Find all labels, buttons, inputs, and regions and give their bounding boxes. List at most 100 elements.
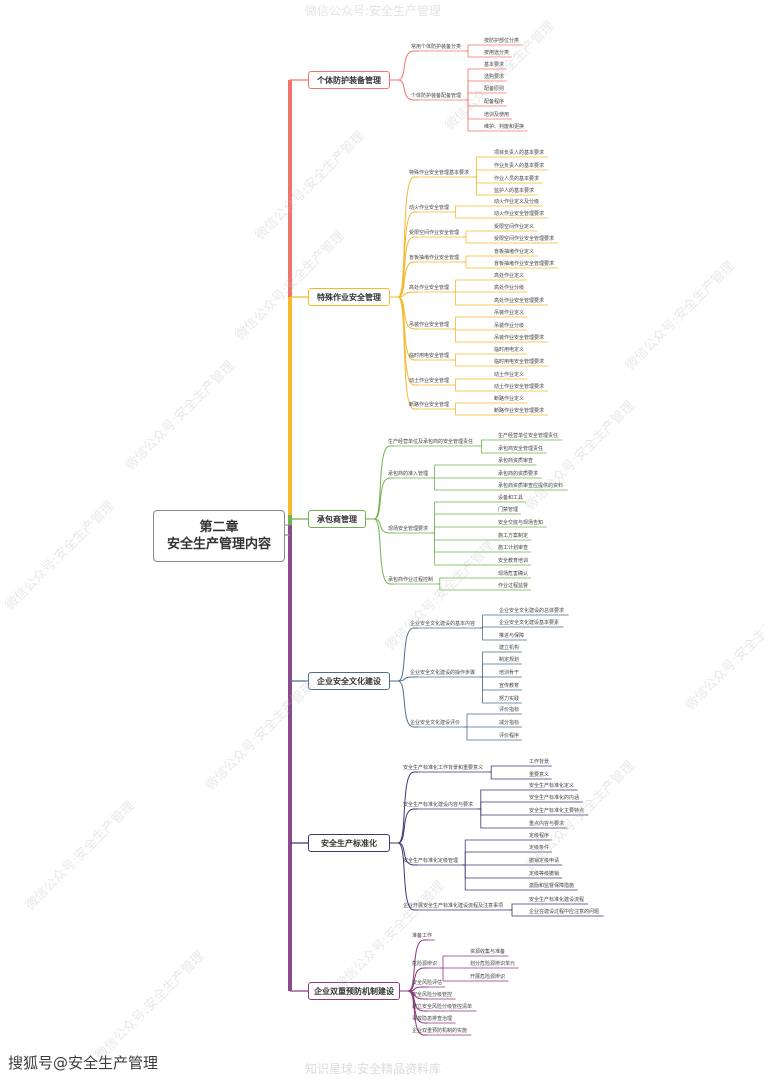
subtopic-node[interactable]: 安全风险评估 bbox=[412, 980, 443, 986]
leaf-node[interactable]: 重点内容与要求 bbox=[529, 821, 565, 827]
leaf-node[interactable]: 动土作业安全管理要求 bbox=[494, 384, 545, 390]
subtopic-node[interactable]: 建立安全风险分级管控清单 bbox=[412, 1004, 473, 1010]
leaf-node[interactable]: 定级条件 bbox=[529, 845, 550, 851]
subtopic-node[interactable]: 事故隐患排查治理 bbox=[412, 1016, 453, 1022]
branch-node-2[interactable]: 特殊作业安全管理 bbox=[308, 288, 390, 306]
subtopic-node[interactable]: 安全生产标准化定级管理 bbox=[403, 858, 459, 864]
subtopic-node[interactable]: 企业安全文化建设评价 bbox=[410, 720, 461, 726]
leaf-node[interactable]: 门禁管理 bbox=[498, 507, 519, 513]
leaf-node[interactable]: 选购要求 bbox=[484, 74, 505, 80]
leaf-node[interactable]: 减分指标 bbox=[499, 720, 520, 726]
leaf-node[interactable]: 动土作业定义 bbox=[494, 372, 525, 378]
subtopic-node[interactable]: 特殊作业安全管理基本要求 bbox=[409, 170, 470, 176]
leaf-node[interactable]: 安全交底与现场告知 bbox=[498, 520, 544, 526]
leaf-node[interactable]: 企业在建设过程中应注意的问题 bbox=[529, 909, 600, 915]
subtopic-node[interactable]: 安全生产标准化工作背景和重要意义 bbox=[403, 765, 484, 771]
leaf-node[interactable]: 配备原则 bbox=[484, 86, 505, 92]
subtopic-node[interactable]: 受限空间作业安全管理 bbox=[409, 230, 460, 236]
leaf-node[interactable]: 施工计划审查 bbox=[498, 545, 529, 551]
subtopic-node[interactable]: 断路作业安全管理 bbox=[409, 402, 450, 408]
branch-node-1[interactable]: 个体防护装备管理 bbox=[308, 71, 390, 89]
subtopic-node[interactable]: 企业安全文化建设的操作步骤 bbox=[410, 670, 476, 676]
leaf-node[interactable]: 作业过程监督 bbox=[498, 583, 529, 589]
leaf-node[interactable]: 评价程序 bbox=[499, 733, 520, 739]
leaf-node[interactable]: 安全生产标准化的内涵 bbox=[529, 795, 580, 801]
leaf-node[interactable]: 制定规划 bbox=[499, 657, 520, 663]
leaf-node[interactable]: 定级等级撤销 bbox=[529, 871, 560, 877]
leaf-node[interactable]: 吊装作业定义 bbox=[494, 310, 525, 316]
leaf-node[interactable]: 吊装作业分级 bbox=[494, 323, 525, 329]
subtopic-node[interactable]: 企业安全文化建设的基本内容 bbox=[410, 621, 476, 627]
subtopic-node[interactable]: 准备工作 bbox=[412, 933, 433, 939]
leaf-node[interactable]: 安全生产标准化主要特点 bbox=[529, 808, 585, 814]
subtopic-node[interactable]: 生产经营单位及承包商的安全管理责任 bbox=[388, 439, 474, 445]
subtopic-node[interactable]: 承包商作业过程控制 bbox=[388, 577, 434, 583]
leaf-node[interactable]: 受限空间作业定义 bbox=[494, 224, 535, 230]
leaf-node[interactable]: 基本要求 bbox=[484, 62, 505, 68]
leaf-node[interactable]: 按用途分类 bbox=[484, 50, 510, 56]
leaf-node[interactable]: 承包商资质审查应提供的资料 bbox=[498, 483, 564, 489]
subtopic-node[interactable]: 企业开展安全生产标准化建设流程及注意事项 bbox=[403, 903, 504, 909]
leaf-node[interactable]: 定级程序 bbox=[529, 833, 550, 839]
leaf-node[interactable]: 按防护部位分类 bbox=[484, 38, 520, 44]
leaf-node[interactable]: 设备和工具 bbox=[498, 495, 524, 501]
subtopic-node[interactable]: 临时用电安全管理 bbox=[409, 353, 450, 359]
subtopic-node[interactable]: 企业双重预防机制的实施 bbox=[412, 1028, 468, 1034]
subtopic-node[interactable]: 常用个体防护装备分类 bbox=[411, 44, 462, 50]
leaf-node[interactable]: 监护人的基本要求 bbox=[494, 188, 535, 194]
leaf-node[interactable]: 企业安全文化建设的总体要求 bbox=[499, 608, 565, 614]
leaf-node[interactable]: 建立机构 bbox=[499, 645, 520, 651]
leaf-node[interactable]: 企业安全文化建设基本要素 bbox=[499, 620, 560, 626]
leaf-node[interactable]: 动火作业定义及分级 bbox=[494, 199, 540, 205]
leaf-node[interactable]: 高处作业分级 bbox=[494, 285, 525, 291]
leaf-node[interactable]: 激励和监督保障措施 bbox=[529, 883, 575, 889]
leaf-node[interactable]: 断路作业安全管理要求 bbox=[494, 408, 545, 414]
subtopic-node[interactable]: 安全风险分级管控 bbox=[412, 992, 453, 998]
leaf-node[interactable]: 项目负责人的基本要求 bbox=[494, 150, 545, 156]
subtopic-node[interactable]: 个体防护装备配备管理 bbox=[411, 93, 462, 99]
leaf-node[interactable]: 培训及使用 bbox=[484, 112, 510, 118]
leaf-node[interactable]: 安全教育培训 bbox=[498, 558, 529, 564]
subtopic-node[interactable]: 动火作业安全管理 bbox=[409, 205, 450, 211]
leaf-node[interactable]: 划分危险源辨识单元 bbox=[470, 961, 516, 967]
subtopic-node[interactable]: 盲板抽堵作业安全管理 bbox=[409, 255, 460, 261]
leaf-node[interactable]: 高处作业安全管理要求 bbox=[494, 298, 545, 304]
leaf-node[interactable]: 生产经营单位安全管理责任 bbox=[498, 433, 559, 439]
subtopic-node[interactable]: 安全生产标准化建设内容与要求 bbox=[403, 802, 474, 808]
leaf-node[interactable]: 配备程序 bbox=[484, 99, 505, 105]
leaf-node[interactable]: 工作背景 bbox=[529, 759, 550, 765]
leaf-node[interactable]: 撤销定级申请 bbox=[529, 858, 560, 864]
leaf-node[interactable]: 承包商资质审查 bbox=[498, 458, 534, 464]
leaf-node[interactable]: 临时用电安全管理要求 bbox=[494, 359, 545, 365]
leaf-node[interactable]: 努力实践 bbox=[499, 696, 520, 702]
branch-node-3[interactable]: 承包商管理 bbox=[308, 510, 366, 528]
leaf-node[interactable]: 作业人员的基本要求 bbox=[494, 176, 540, 182]
leaf-node[interactable]: 高处作业定义 bbox=[494, 273, 525, 279]
leaf-node[interactable]: 盲板抽堵作业定义 bbox=[494, 249, 535, 255]
branch-node-6[interactable]: 企业双重预防机制建设 bbox=[308, 982, 400, 1000]
leaf-node[interactable]: 维护、判废和更换 bbox=[484, 124, 525, 130]
leaf-node[interactable]: 受限空间作业安全管理要求 bbox=[494, 236, 555, 242]
leaf-node[interactable]: 宣传教育 bbox=[499, 683, 520, 689]
leaf-node[interactable]: 施工方案制定 bbox=[498, 533, 529, 539]
leaf-node[interactable]: 安全生产标准化定义 bbox=[529, 783, 575, 789]
leaf-node[interactable]: 评价指标 bbox=[499, 707, 520, 713]
leaf-node[interactable]: 盲板抽堵作业安全管理要求 bbox=[494, 261, 555, 267]
leaf-node[interactable]: 作业负责人的基本要求 bbox=[494, 163, 545, 169]
subtopic-node[interactable]: 危险源辨识 bbox=[412, 961, 438, 967]
leaf-node[interactable]: 承包商安全管理责任 bbox=[498, 446, 544, 452]
leaf-node[interactable]: 现场危害确认 bbox=[498, 571, 529, 577]
leaf-node[interactable]: 动火作业安全管理要求 bbox=[494, 211, 545, 217]
leaf-node[interactable]: 培训骨干 bbox=[499, 670, 520, 676]
leaf-node[interactable]: 断路作业定义 bbox=[494, 396, 525, 402]
subtopic-node[interactable]: 高处作业安全管理 bbox=[409, 285, 450, 291]
branch-node-4[interactable]: 企业安全文化建设 bbox=[308, 672, 390, 690]
leaf-node[interactable]: 开展危险源辨识 bbox=[470, 974, 506, 980]
root-node[interactable]: 第二章 安全生产管理内容 bbox=[153, 510, 285, 562]
branch-node-5[interactable]: 安全生产标准化 bbox=[308, 834, 390, 852]
leaf-node[interactable]: 承包商的资质要求 bbox=[498, 471, 539, 477]
subtopic-node[interactable]: 吊装作业安全管理 bbox=[409, 322, 450, 328]
leaf-node[interactable]: 资源收集与准备 bbox=[470, 949, 506, 955]
leaf-node[interactable]: 临时用电定义 bbox=[494, 347, 525, 353]
subtopic-node[interactable]: 动土作业安全管理 bbox=[409, 378, 450, 384]
